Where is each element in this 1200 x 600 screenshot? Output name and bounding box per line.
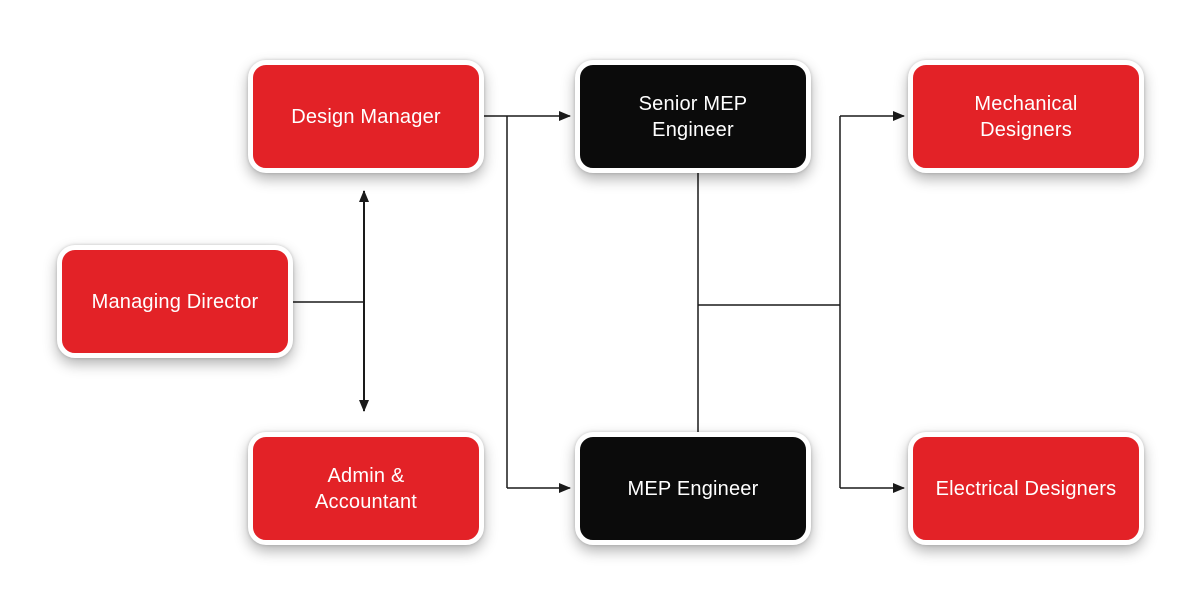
node-label-line1: Admin &: [327, 464, 405, 487]
node-mechanical-designers: Mechanical Designers: [908, 60, 1144, 173]
node-label: Design Manager: [291, 105, 441, 128]
node-electrical-designers: Electrical Designers: [908, 432, 1144, 545]
node-label-line2: Engineer: [652, 118, 734, 141]
node-label: Electrical Designers: [935, 477, 1117, 500]
node-label-line2: Accountant: [314, 490, 418, 513]
node-label-line2: Designers: [980, 118, 1072, 141]
node-mep-engineer: MEP Engineer: [575, 432, 811, 545]
node-label-line1: Senior MEP: [638, 92, 748, 115]
node-admin-accountant: Admin & Accountant: [248, 432, 484, 545]
node-design-manager: Design Manager: [248, 60, 484, 173]
node-managing-director: Managing Director: [57, 245, 293, 358]
node-senior-mep-engineer: Senior MEP Engineer: [575, 60, 811, 173]
node-label: MEP Engineer: [627, 477, 759, 500]
node-label-line1: Mechanical: [974, 92, 1078, 115]
node-label: Managing Director: [91, 290, 259, 313]
